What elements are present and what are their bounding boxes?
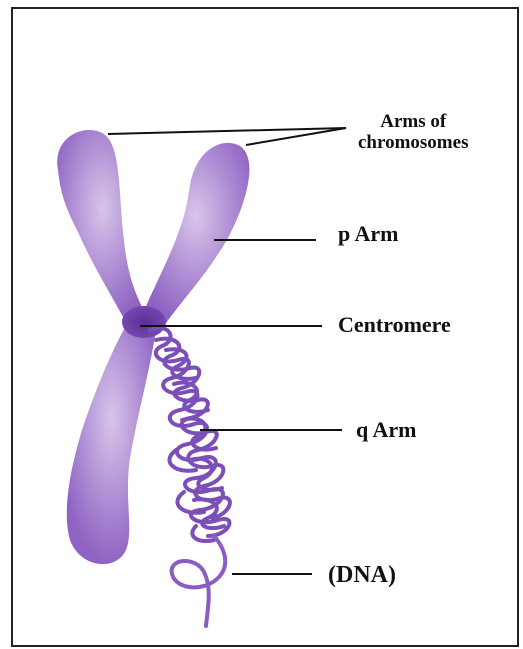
label-arms-line1: Arms of	[358, 112, 468, 133]
label-dna: (DNA)	[328, 562, 396, 588]
label-arms-of-chromosomes: Arms of chromosomes	[358, 112, 468, 154]
right-upper-arm	[142, 143, 249, 326]
label-arms-line2: chromosomes	[358, 133, 468, 154]
coiled-dna	[150, 328, 230, 541]
left-upper-arm	[57, 130, 148, 326]
left-lower-arm	[67, 322, 156, 564]
dna-strand	[172, 536, 226, 626]
label-q-arm: q Arm	[356, 418, 417, 442]
label-centromere: Centromere	[338, 313, 451, 337]
centromere	[122, 306, 166, 338]
label-p-arm: p Arm	[338, 222, 399, 246]
